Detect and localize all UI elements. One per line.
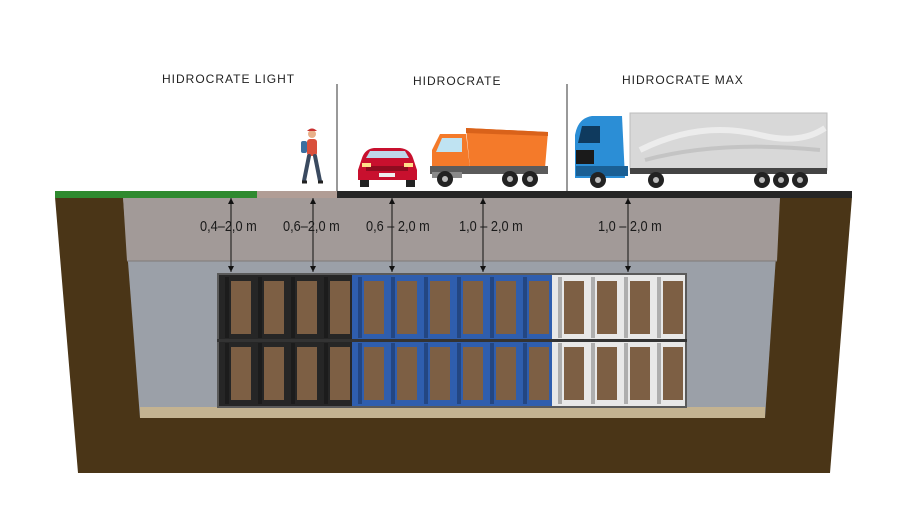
gravel-base — [140, 407, 765, 418]
depth-label-3: 0,6 – 2,0 m — [366, 218, 430, 235]
arrow-head — [310, 198, 316, 204]
crate-cell — [397, 281, 417, 334]
crate-cell — [231, 281, 251, 334]
arrow-head — [480, 266, 486, 272]
crate-cell — [463, 281, 483, 334]
crate-cell — [364, 281, 384, 334]
grass-strip — [55, 191, 257, 198]
crate-cell — [529, 281, 549, 334]
crate-cell — [529, 347, 549, 400]
zone-label-max: HIDROCRATE MAX — [622, 73, 744, 87]
asphalt-strip — [337, 191, 852, 198]
crate-cell — [264, 347, 284, 400]
arrow-head — [389, 266, 395, 272]
crate-cell — [564, 281, 584, 334]
crate-block — [217, 273, 687, 408]
crate-cell — [297, 281, 317, 334]
crate-cell — [264, 281, 284, 334]
crate-cell — [630, 347, 650, 400]
crate-cell — [397, 347, 417, 400]
semi-truck-icon — [575, 112, 828, 188]
crate-cell — [463, 347, 483, 400]
zone-label-light: HIDROCRATE LIGHT — [162, 72, 296, 86]
arrow-head — [228, 198, 234, 204]
depth-label-5: 1,0 – 2,0 m — [598, 218, 662, 235]
crate-cell — [231, 347, 251, 400]
depth-label-1: 0,4–2,0 m — [200, 218, 257, 235]
crate-frame — [352, 341, 552, 406]
crate-cell — [597, 281, 617, 334]
arrow-head — [228, 266, 234, 272]
arrow-head — [625, 198, 631, 204]
car-icon — [358, 148, 417, 187]
arrow-head — [310, 266, 316, 272]
crate-frame — [352, 275, 552, 340]
crate-cell — [330, 347, 350, 400]
zone-label-standard: HIDROCRATE — [413, 74, 502, 88]
sidewalk-strip — [257, 191, 337, 198]
crate-cell — [496, 347, 516, 400]
pedestrian-icon — [301, 128, 323, 184]
crate-cell — [496, 281, 516, 334]
crate-divider — [217, 339, 687, 342]
crate-cell — [364, 347, 384, 400]
crate-cell — [663, 347, 683, 400]
crate-cell — [597, 347, 617, 400]
crate-cell — [630, 281, 650, 334]
arrow-head — [389, 198, 395, 204]
crate-cell — [564, 347, 584, 400]
depth-label-2: 0,6–2,0 m — [283, 218, 340, 235]
arrow-head — [625, 266, 631, 272]
depth-label-4: 1,0 – 2,0 m — [459, 218, 523, 235]
crate-cell — [663, 281, 683, 334]
arrow-head — [480, 198, 486, 204]
crate-cell — [430, 347, 450, 400]
crate-cell — [297, 347, 317, 400]
crate-cell — [330, 281, 350, 334]
crate-cell — [430, 281, 450, 334]
dump-truck-icon — [430, 128, 548, 187]
cover-layer — [123, 197, 780, 261]
depth-arrows — [228, 198, 631, 272]
